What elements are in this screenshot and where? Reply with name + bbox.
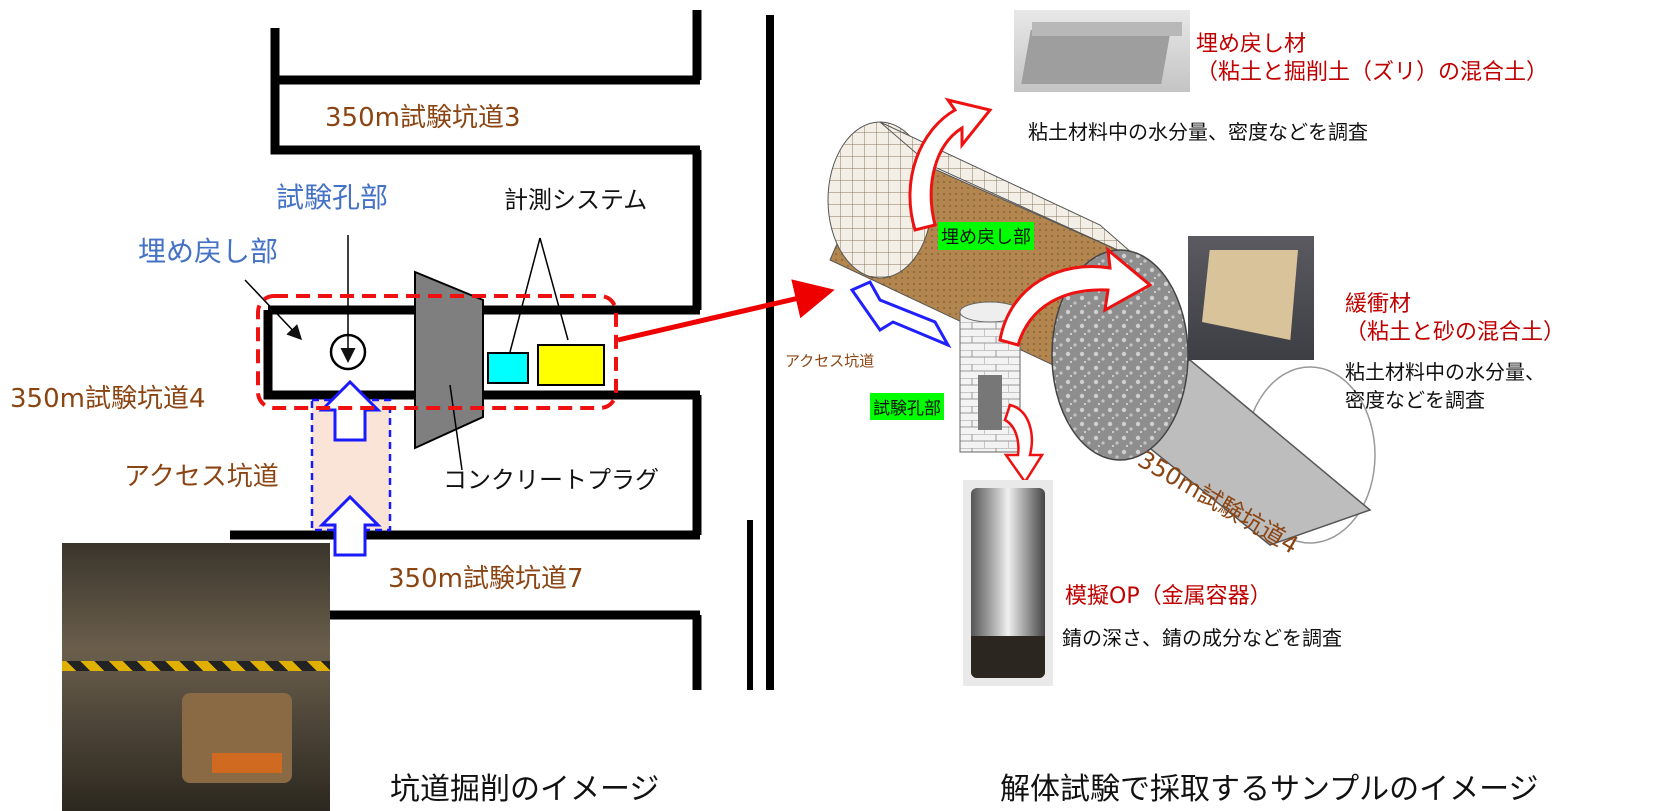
- access-tunnel-label: アクセス坑道: [124, 462, 279, 492]
- test-zone-outline: [256, 294, 618, 410]
- cutaway-illustration: [827, 97, 1376, 546]
- zoom-arrow: [617, 279, 835, 343]
- test-hole-tag: 試験孔部: [870, 393, 944, 420]
- buffer-desc-line-1: 粘土材料中の水分量、: [1345, 360, 1545, 384]
- backfill-part-tag: 埋め戻し部: [938, 222, 1034, 250]
- access-tunnel-3d-label: アクセス坑道: [785, 352, 875, 370]
- concrete-plug-label: コンクリートプラグ: [443, 466, 659, 494]
- backfill-block: [1021, 30, 1171, 84]
- buffer-sample-arrow: [998, 246, 1153, 347]
- backfill-material-sub: （粘土と掘削土（ズリ）の混合土）: [1196, 60, 1549, 85]
- concrete-plug: [414, 270, 484, 450]
- access-arrow-3d: [849, 280, 952, 349]
- excavator-body: [212, 753, 282, 773]
- concrete-plug-pointer: [449, 384, 463, 471]
- buffer-block: [1202, 250, 1298, 340]
- measurement-box-cyan: [487, 352, 529, 384]
- test-hole-label: 試験孔部: [276, 181, 389, 214]
- access-arrow-lower: [318, 494, 382, 557]
- measurement-label: 計測システム: [504, 186, 648, 214]
- buffer-desc-line-2: 密度などを調査: [1345, 388, 1485, 412]
- caution-tape: [62, 661, 330, 671]
- backfill-block-top: [1032, 22, 1182, 36]
- backfill-material-desc: 粘土材料中の水分量、密度などを調査: [1028, 120, 1368, 144]
- backfill-material-title: 埋め戻し材: [1196, 32, 1307, 57]
- overpack-desc: 錆の深さ、錆の成分などを調査: [1062, 626, 1342, 650]
- tunnel-7-label: 350m試験坑道7: [388, 564, 584, 594]
- tunnel-3-label: 350m試験坑道3: [325, 103, 521, 133]
- left-caption: 坑道掘削のイメージ: [390, 772, 660, 807]
- buffer-block-photo: [1188, 236, 1314, 360]
- tunnel-4-bottom: [263, 310, 700, 400]
- measurement-box-yellow: [537, 344, 605, 386]
- overpack-base: [971, 636, 1045, 678]
- right-caption: 解体試験で採取するサンプルのイメージ: [1000, 772, 1539, 807]
- backfill-label: 埋め戻し部: [138, 235, 279, 268]
- access-arrow-upper: [318, 379, 382, 442]
- overpack-title: 模擬OP（金属容器）: [1065, 584, 1272, 609]
- buffer-title: 緩衝材: [1345, 292, 1412, 317]
- overpack-photo: [963, 480, 1053, 686]
- backfill-block-photo: [1014, 10, 1190, 92]
- buffer-sub: （粘土と砂の混合土）: [1345, 320, 1566, 345]
- backfill-arrow: [244, 279, 303, 341]
- tunnel-4-label: 350m試験坑道4: [10, 384, 206, 414]
- tunnel-3-wall: [270, 28, 700, 155]
- backfill-sample-arrow: [908, 97, 993, 232]
- excavation-photo: [62, 543, 330, 811]
- overpack-mini: [978, 375, 1002, 430]
